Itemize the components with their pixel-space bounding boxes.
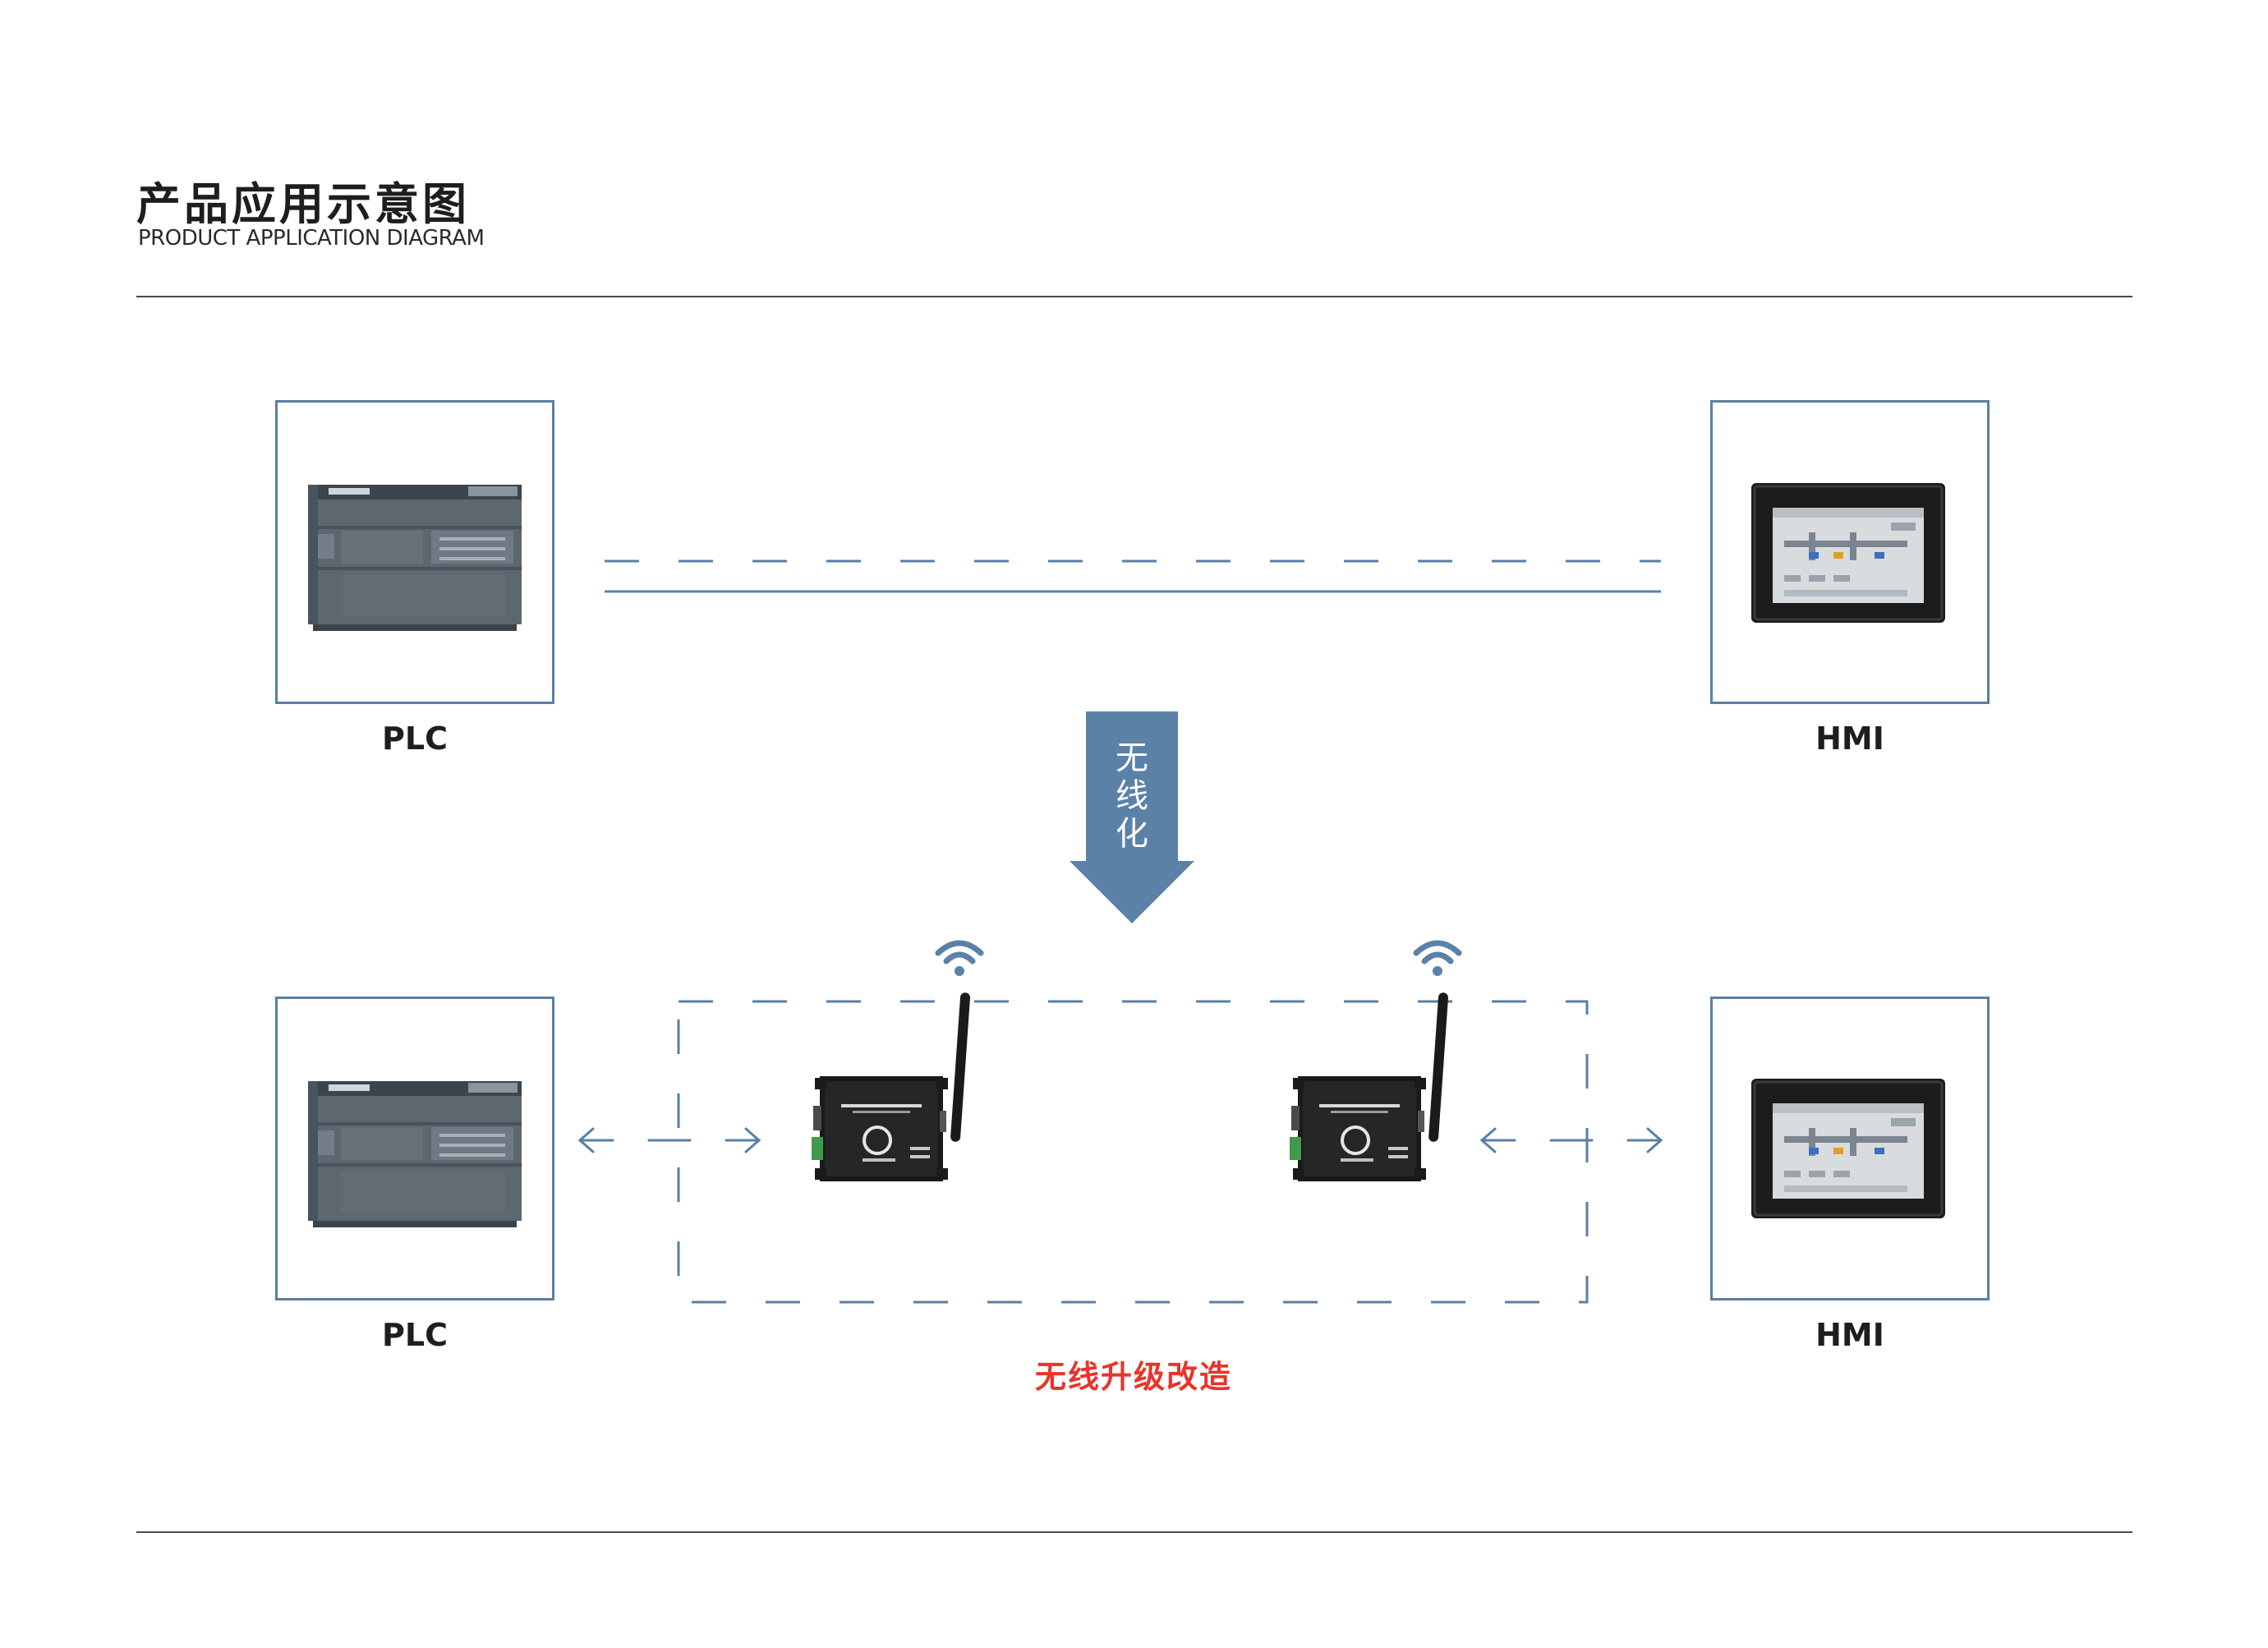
top-divider [136,296,2132,297]
wifi-signal-icon [1416,943,1459,976]
wireless-transceiver-icon [1288,992,1448,1183]
wireless-upgrade-caption: 无线升级改造 [1034,1359,1232,1395]
plc-label-after: PLC [382,1317,448,1353]
hmi-label-before: HMI [1815,720,1884,757]
wireless-enclosure [677,1000,1589,1304]
wireless-transceiver-icon [810,992,970,1183]
bidirectional-arrow-icon [577,1127,761,1153]
arrow-label: 无线化 [1116,739,1148,853]
page-title: 产品应用示意图 [136,178,470,230]
hmi-icon [1750,1077,1947,1220]
wifi-signal-icon [938,943,981,976]
plc-icon [308,485,522,631]
hmi-icon [1750,481,1947,624]
bottom-divider [136,1531,2132,1533]
plc-label-before: PLC [382,720,448,757]
bidirectional-arrow-icon [1479,1127,1663,1153]
hmi-label-after: HMI [1815,1317,1884,1353]
page-subtitle: PRODUCT APPLICATION DIAGRAM [138,226,485,251]
plc-icon [308,1081,522,1227]
down-arrow-icon [1070,711,1194,923]
